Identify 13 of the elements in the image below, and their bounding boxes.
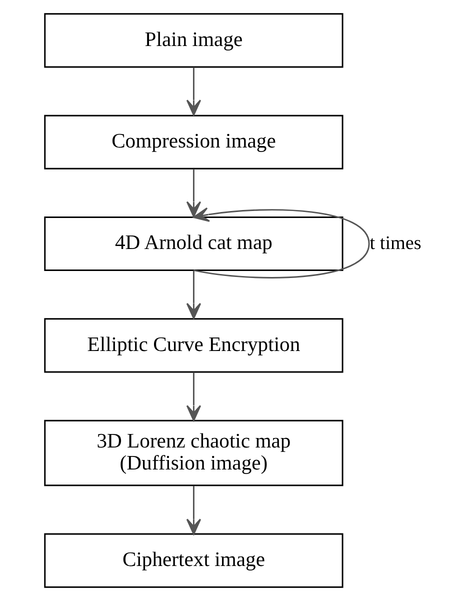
arrow bbox=[186, 67, 201, 116]
node-box: Ciphertext image bbox=[44, 533, 343, 588]
arrow bbox=[186, 486, 201, 535]
node-box: 3D Lorenz chaotic map (Duffision image) bbox=[44, 420, 343, 486]
node-box: Elliptic Curve Encryption bbox=[44, 318, 343, 373]
arrow bbox=[186, 169, 201, 218]
edge-label: t times bbox=[369, 232, 421, 254]
arrow bbox=[186, 372, 201, 422]
arrow bbox=[186, 270, 201, 320]
node-box: Plain image bbox=[44, 13, 343, 68]
node-box: Compression image bbox=[44, 114, 343, 170]
node-box: 4D Arnold cat map bbox=[44, 216, 343, 272]
arrow bbox=[192, 207, 370, 278]
